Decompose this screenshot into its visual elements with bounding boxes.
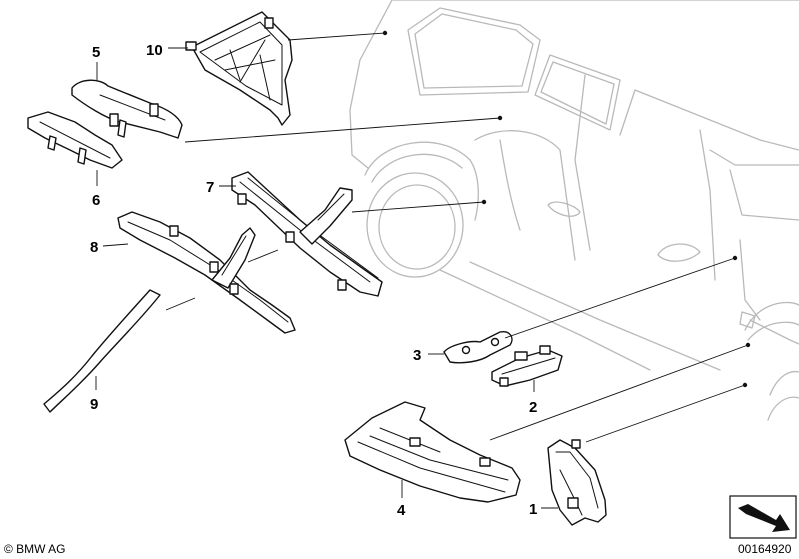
part-1 <box>547 439 607 526</box>
vehicle-outline <box>349 0 799 421</box>
part-5 <box>71 79 183 139</box>
callout-6: 6 <box>92 192 100 209</box>
callout-3: 3 <box>413 347 421 364</box>
callout-1: 1 <box>529 501 537 518</box>
part-10 <box>185 11 293 126</box>
copyright-text: © BMW AG <box>4 542 66 556</box>
part-6 <box>27 111 127 169</box>
callout-10: 10 <box>146 42 163 59</box>
part-3 <box>443 330 513 364</box>
callout-labels: 10 5 6 7 8 9 3 2 4 1 <box>90 42 537 519</box>
leader-lines <box>95 30 751 509</box>
callout-5: 5 <box>92 44 100 61</box>
direction-arrow-icon <box>729 495 797 539</box>
callout-4: 4 <box>397 502 406 519</box>
part-8 <box>117 211 296 334</box>
callout-2: 2 <box>529 399 537 416</box>
part-9 <box>43 289 161 413</box>
callout-7: 7 <box>206 179 214 196</box>
part-7 <box>231 171 383 297</box>
callout-9: 9 <box>90 396 98 413</box>
callout-8: 8 <box>90 239 98 256</box>
diagram-number: 00164920 <box>738 542 792 556</box>
part-4 <box>344 401 521 503</box>
part-2 <box>491 345 563 387</box>
